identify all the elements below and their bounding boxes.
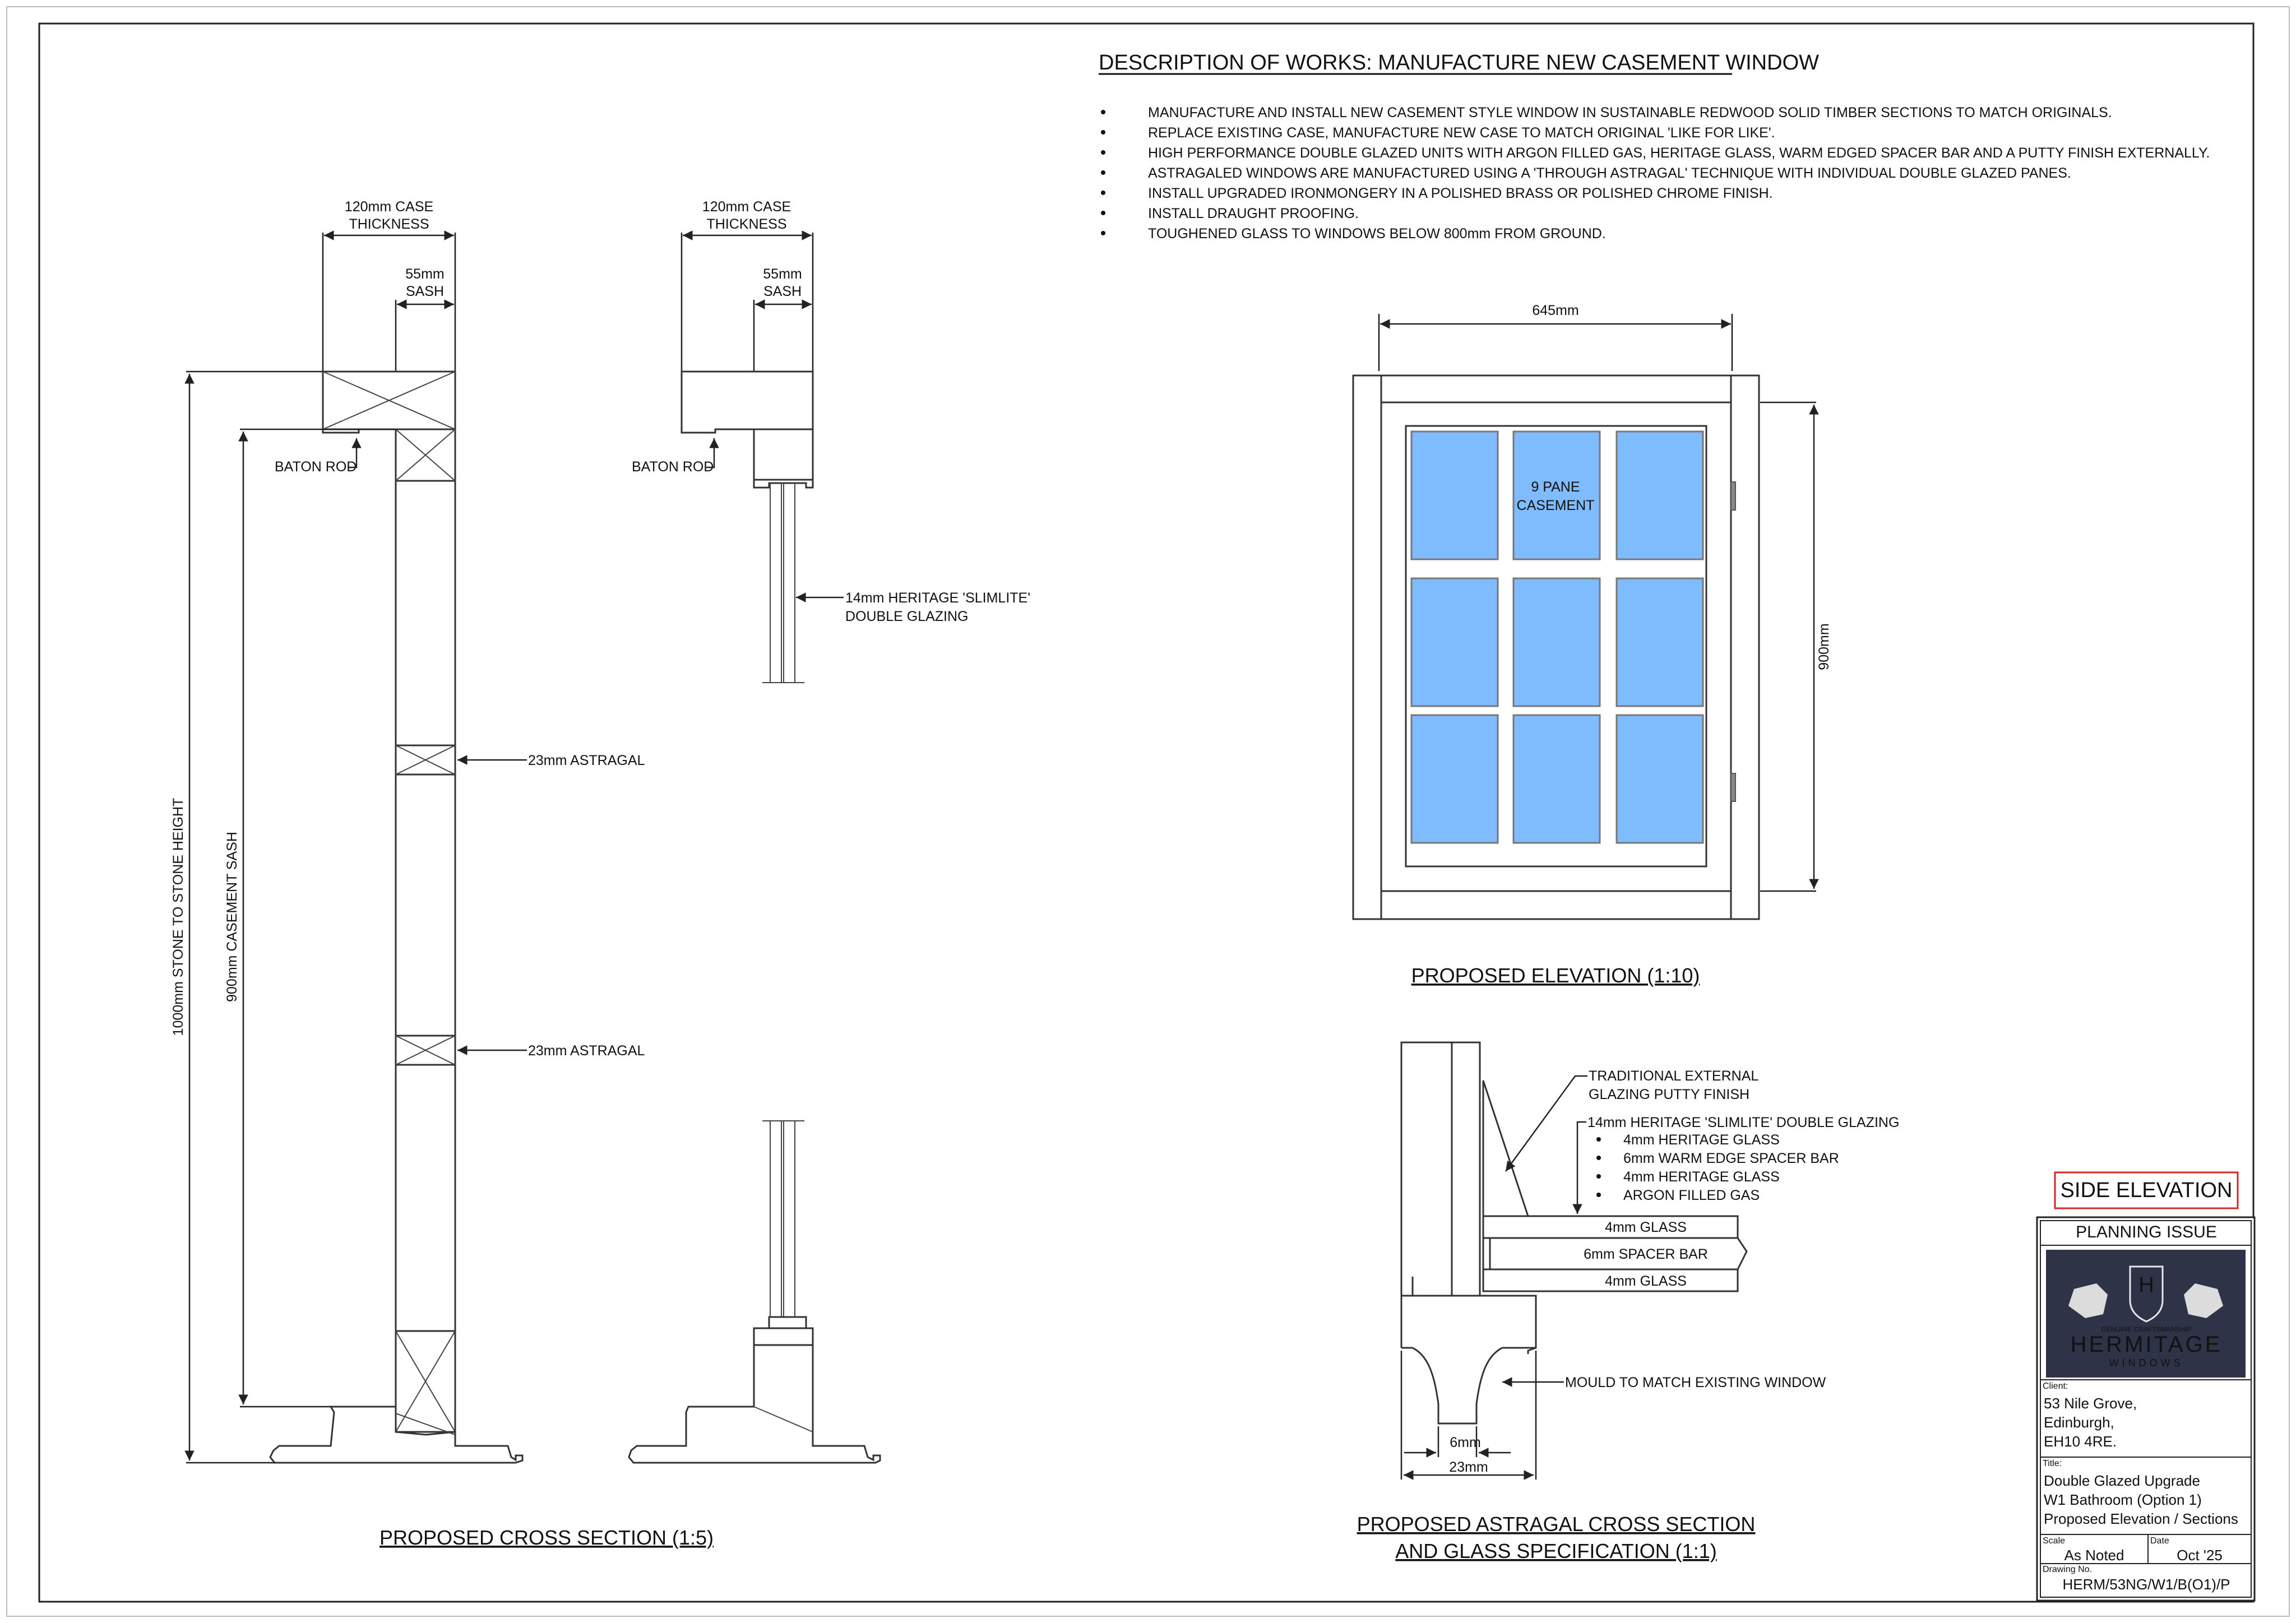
sash-dim-label-2: SASH [406,284,444,299]
logo-sub: WINDOWS [2109,1357,2184,1369]
sash-dim-label-r: 55mm [763,266,802,282]
astragal-title: PROPOSED ASTRAGAL CROSS SECTION [1357,1513,1756,1536]
baton-rod-label: BATON ROD [275,459,357,475]
description-of-works: DESCRIPTION OF WORKS: MANUFACTURE NEW CA… [1099,51,2210,242]
outer-border [6,6,2290,1617]
bullet-5: INSTALL UPGRADED IRONMONGERY IN A POLISH… [1148,186,1773,201]
drawing-border [38,22,2255,1603]
astragal-label-2: 23mm ASTRAGAL [528,1043,645,1059]
glazing-label-2: DOUBLE GLAZING [845,609,969,624]
elevation-width-label: 645mm [1532,303,1578,318]
height-inner-label: 900mm CASEMENT SASH [224,832,240,1002]
drawing-no-value: HERM/53NG/W1/B(O1)/P [2062,1576,2230,1593]
cross-section-left: 120mm CASE THICKNESS 55mm SASH [170,199,714,1549]
bullet-2: REPLACE EXISTING CASE, MANUFACTURE NEW C… [1148,125,1775,141]
pane-label: 9 PANE [1531,479,1580,495]
title-line-2: W1 Bathroom (Option 1) [2044,1491,2202,1508]
glass-bottom-label: 4mm GLASS [1605,1273,1687,1289]
astragal-title-2: AND GLASS SPECIFICATION (1:1) [1395,1539,1716,1562]
bullet-3: HIGH PERFORMANCE DOUBLE GLAZED UNITS WIT… [1148,145,2210,161]
logo-tagline: GENUINE CRAFTSMANSHIP [2101,1325,2192,1333]
elevation-title: PROPOSED ELEVATION (1:10) [1411,964,1700,987]
sash-dim-label-r-2: SASH [763,284,802,299]
spec-item-4: ARGON FILLED GAS [1623,1188,1760,1203]
side-elevation-label: SIDE ELEVATION [2061,1179,2233,1202]
pane-label-2: CASEMENT [1517,498,1595,513]
side-elevation-box [2054,1171,2239,1209]
bullet-4: ASTRAGALED WINDOWS ARE MANUFACTURED USIN… [1148,165,2071,181]
glass-pane-9 [1615,714,1704,844]
client-line-1: 53 Nile Grove, [2044,1395,2137,1412]
planning-issue-label: PLANNING ISSUE [2076,1223,2217,1241]
title-label: Title: [2043,1459,2062,1468]
spacer-label: 6mm SPACER BAR [1584,1246,1708,1262]
hermitage-logo: H GENUINE CRAFTSMANSHIP HERMITAGE WINDOW… [2046,1250,2246,1378]
spec-item-3: 4mm HERITAGE GLASS [1623,1169,1780,1185]
case-dim-label-r-2: THICKNESS [706,216,786,232]
case-dim-label-r: 120mm CASE [702,199,791,215]
scale-value: As Noted [2064,1547,2124,1564]
bullet-7: TOUGHENED GLASS TO WINDOWS BELOW 800mm F… [1148,226,1606,242]
drawing-no-label: Drawing No. [2043,1565,2092,1574]
glass-top-label: 4mm GLASS [1605,1219,1687,1235]
putty-label: TRADITIONAL EXTERNAL [1589,1068,1758,1084]
glass-pane-5 [1512,577,1601,707]
scale-label: Scale [2043,1536,2065,1546]
title-line-3: Proposed Elevation / Sections [2044,1510,2238,1527]
baton-rod-label-r: BATON ROD [632,459,714,475]
description-heading: DESCRIPTION OF WORKS: MANUFACTURE NEW CA… [1099,51,1819,75]
logo-monogram: H [2138,1273,2154,1297]
glazing-spec-heading: 14mm HERITAGE 'SLIMLITE' DOUBLE GLAZING [1587,1115,1899,1130]
elevation-height-label: 900mm [1816,623,1832,670]
description-bullets: MANUFACTURE AND INSTALL NEW CASEMENT STY… [1101,105,2210,242]
glass-pane-7 [1410,714,1499,844]
spec-item-2: 6mm WARM EDGE SPACER BAR [1623,1151,1839,1166]
case-dim-label: 120mm CASE [345,199,433,215]
glass-pane-6 [1615,577,1704,707]
cross-section-right: 120mm CASE THICKNESS 55mm SASH BATON ROD… [628,199,1030,1464]
spec-item-1: 4mm HERITAGE GLASS [1623,1132,1780,1148]
glass-panes [1410,430,1704,844]
title-line-1: Double Glazed Upgrade [2044,1472,2200,1489]
astragal-detail: 4mm GLASS 6mm SPACER BAR 4mm GLASS TRADI… [1357,1041,1899,1562]
glass-pane-1 [1410,430,1499,560]
date-label: Date [2150,1536,2169,1546]
proposed-elevation: 645mm 900mm 9 PANE CASEMENT PROPOSED ELE… [1352,303,1832,987]
dim-23-label: 23mm [1449,1459,1488,1475]
glass-pane-8 [1512,714,1601,844]
glass-pane-2 [1512,430,1601,560]
glazing-label: 14mm HERITAGE 'SLIMLITE' [845,590,1030,606]
cross-section-title: PROPOSED CROSS SECTION (1:5) [379,1526,714,1549]
height-outer-label: 1000mm STONE TO STONE HEIGHT [170,798,186,1036]
title-block: SIDE ELEVATION PLANNING ISSUE H GENUINE … [2036,1171,2256,1602]
logo-name: HERMITAGE [2071,1332,2223,1357]
dim-6-label: 6mm [1450,1435,1481,1450]
mould-label: MOULD TO MATCH EXISTING WINDOW [1565,1375,1826,1390]
astragal-label-1: 23mm ASTRAGAL [528,753,645,768]
date-value: Oct '25 [2177,1547,2223,1564]
client-label: Client: [2043,1381,2068,1391]
glass-pane-3 [1615,430,1704,560]
sash-dim-label: 55mm [405,266,444,282]
bullet-6: INSTALL DRAUGHT PROOFING. [1148,206,1359,221]
bullet-1: MANUFACTURE AND INSTALL NEW CASEMENT STY… [1148,105,2112,120]
glass-pane-4 [1410,577,1499,707]
case-dim-label-2: THICKNESS [349,216,429,232]
client-line-3: EH10 4RE. [2044,1433,2117,1450]
putty-label-2: GLAZING PUTTY FINISH [1589,1087,1749,1102]
client-line-2: Edinburgh, [2044,1414,2114,1431]
